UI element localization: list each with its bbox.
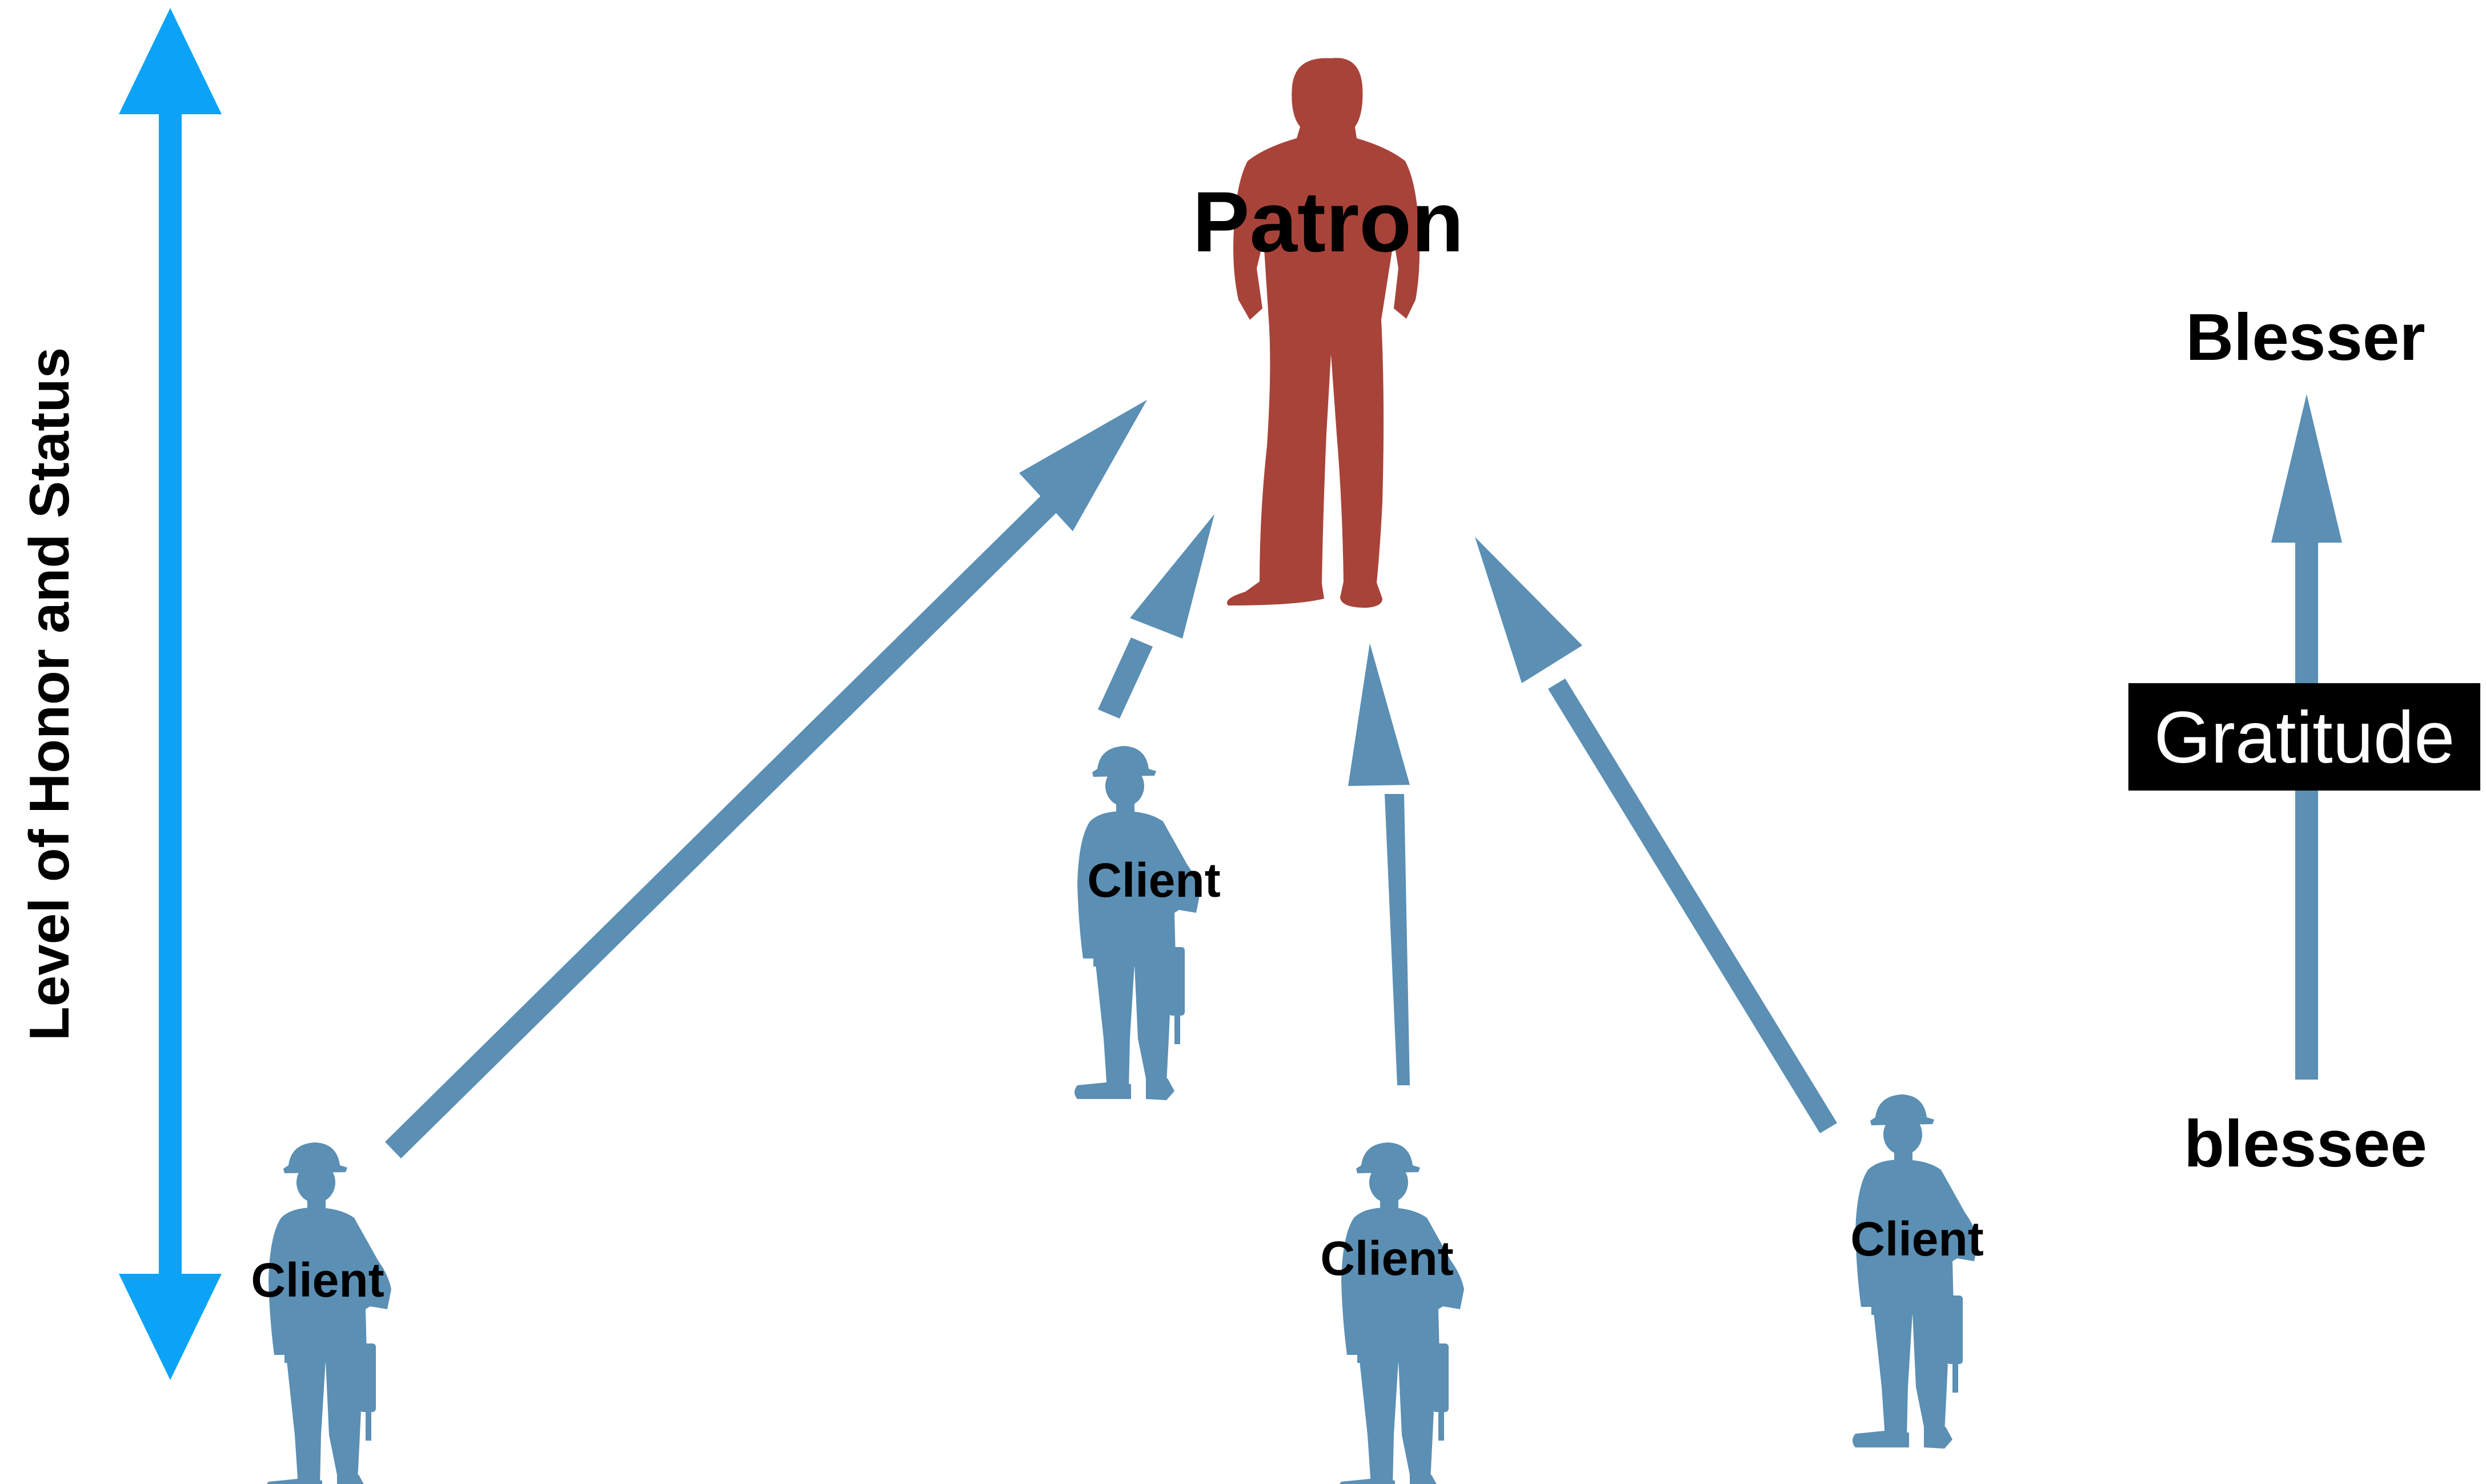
gratitude-arrow <box>2271 394 2342 1080</box>
axis-label: Level of Honor and Status <box>18 347 81 1041</box>
client-arrow-center <box>1348 643 1410 1085</box>
vertical-axis-arrow <box>119 8 222 1380</box>
client-figure-2 <box>1074 746 1200 1100</box>
blesser-label: Blesser <box>2186 300 2425 374</box>
client-figure-4 <box>1853 1094 1978 1449</box>
patron-label: Patron <box>1192 174 1463 270</box>
client-label-4: Client <box>1850 1212 1983 1266</box>
gratitude-legend: Blesser Gratitude blessee <box>2128 300 2480 1181</box>
client-arrow-center-left <box>1098 514 1214 719</box>
client-label-3: Client <box>1320 1232 1453 1285</box>
gratitude-label: Gratitude <box>2154 697 2455 779</box>
client-label-2: Client <box>1087 853 1220 907</box>
client-arrows <box>385 400 1837 1158</box>
client-figure-3 <box>1338 1142 1464 1484</box>
client-arrow-right <box>1475 537 1837 1133</box>
gratitude-badge: Gratitude <box>2128 683 2480 791</box>
patron-figure <box>1227 58 1420 608</box>
client-label-1: Client <box>251 1253 384 1307</box>
blessee-label: blessee <box>2184 1106 2427 1181</box>
client-arrow-far-left <box>385 400 1147 1158</box>
client-figure-1 <box>266 1142 391 1484</box>
